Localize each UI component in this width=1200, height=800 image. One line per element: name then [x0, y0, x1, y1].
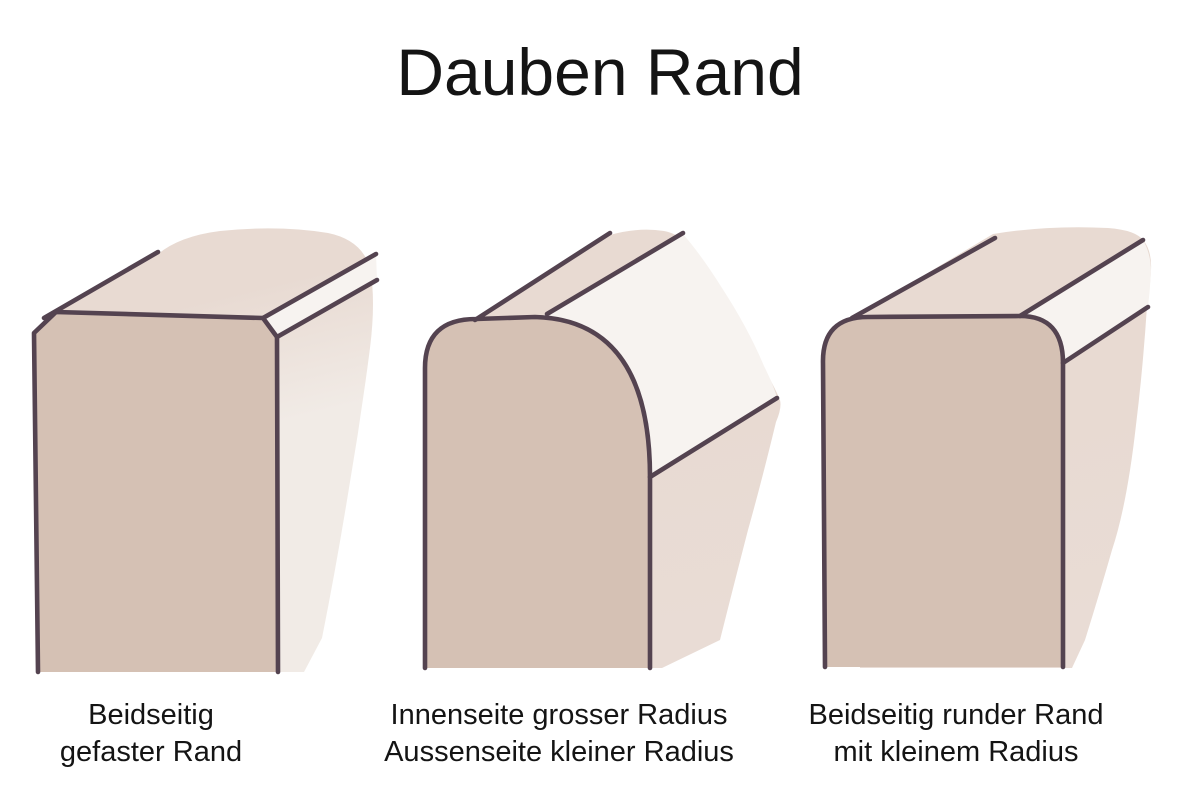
chamfer-upper-edge-line — [260, 251, 379, 321]
side-tangent-edge-line — [1060, 304, 1151, 366]
back-edge-line — [472, 230, 613, 323]
page-title: Dauben Rand — [396, 35, 804, 109]
rounded-edge-surface — [538, 234, 777, 477]
front-face — [822, 316, 1063, 667]
stave-edge-illustration-small-radius — [820, 227, 1152, 670]
back-edge-line — [41, 249, 161, 321]
front-face-outline — [422, 314, 653, 671]
stave-edge-illustration-large-radius — [422, 229, 781, 671]
rounded-edge-strip — [1020, 240, 1151, 363]
caption-chamfered: Beidseitig gefaster Rand — [60, 697, 242, 771]
top-tangent-edge-line — [544, 230, 686, 317]
edge-lines — [31, 249, 380, 675]
caption-small-radius: Beidseitig runder Rand mit kleinem Radiu… — [808, 697, 1103, 771]
back-edge-line — [849, 235, 998, 321]
caption-line: Beidseitig — [88, 699, 214, 731]
caption-line: gefaster Rand — [59, 736, 243, 768]
chamfer-lower-edge-line — [274, 277, 380, 340]
side-tangent-edge-line — [647, 395, 780, 480]
caption-large-radius: Innenseite grosser Radius Aussenseite kl… — [384, 697, 734, 771]
front-face-outline — [820, 313, 1066, 670]
top-tangent-edge-line — [1017, 237, 1146, 319]
caption-line: Beidseitig runder Rand — [808, 699, 1104, 731]
stave-edge-illustration-chamfered — [31, 228, 380, 675]
front-face — [34, 312, 278, 672]
edge-lines — [820, 235, 1151, 670]
front-face — [425, 317, 650, 668]
caption-line: Aussenseite kleiner Radius — [384, 736, 734, 768]
caption-line: mit kleinem Radius — [833, 736, 1079, 768]
edge-lines — [422, 230, 780, 671]
front-face-outline — [31, 309, 281, 675]
chamfer-strip — [263, 254, 377, 337]
caption-line: Innenseite grosser Radius — [390, 699, 728, 731]
